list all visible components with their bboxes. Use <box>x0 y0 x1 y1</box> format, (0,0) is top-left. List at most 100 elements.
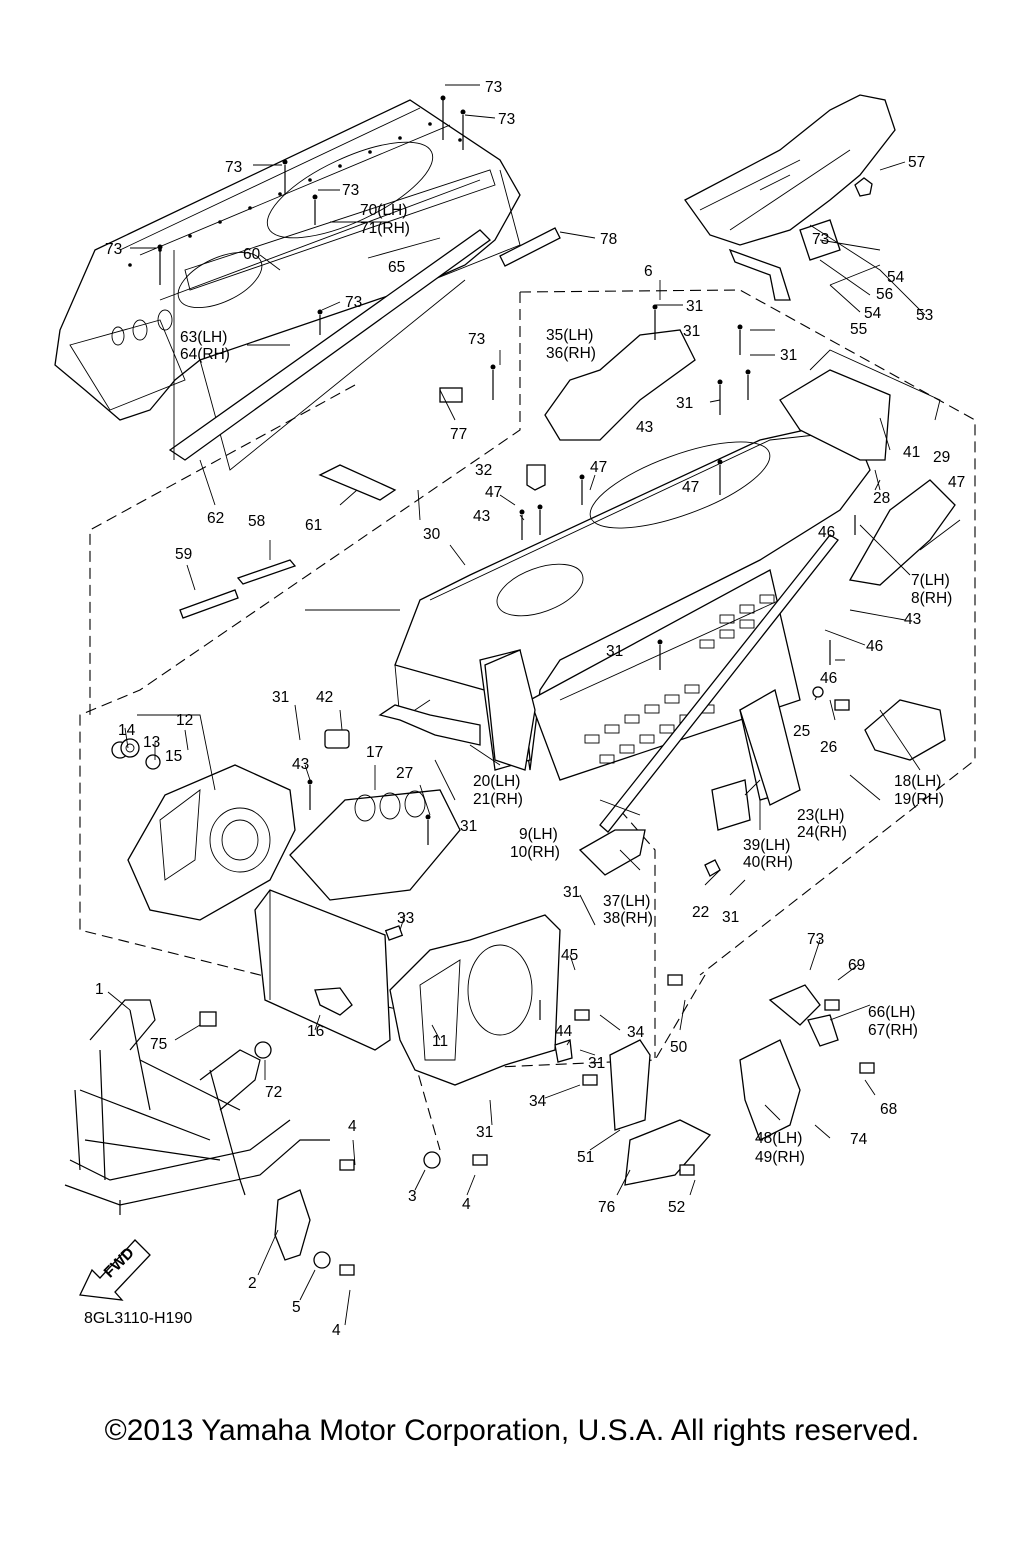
bolts <box>339 686 875 1276</box>
bracket-61 <box>318 464 397 501</box>
panel-35-36 <box>544 329 696 441</box>
callout: 77 <box>450 426 467 443</box>
callout: 53 <box>916 307 933 324</box>
callout: 31 <box>606 643 623 660</box>
pad-75 <box>199 1011 217 1027</box>
callout: 73 <box>345 294 362 311</box>
bracket-29 <box>809 349 941 421</box>
callout: 75 <box>150 1036 167 1053</box>
callout: 31 <box>563 884 580 901</box>
callout: 31 <box>272 689 289 706</box>
callout: 38(RH) <box>603 910 653 927</box>
callout: 52 <box>668 1199 685 1216</box>
callout: 12 <box>176 712 193 729</box>
diagram-code: 8GL3110-H190 <box>84 1310 193 1327</box>
callout: 71(RH) <box>360 220 410 237</box>
callout: 60 <box>243 246 261 263</box>
callout: 14 <box>118 722 136 739</box>
callout: 78 <box>600 231 617 248</box>
front-bulkhead-11 <box>389 914 561 1086</box>
callout: 73 <box>225 159 242 176</box>
callout: 46 <box>866 638 883 655</box>
callout: 50 <box>670 1039 688 1056</box>
callout: 34 <box>627 1024 645 1041</box>
callout: 67(RH) <box>868 1022 918 1039</box>
callout: 21(RH) <box>473 791 523 808</box>
callout: 33 <box>397 910 414 927</box>
callout: 27 <box>396 765 413 782</box>
plate-18-19 <box>864 699 946 761</box>
callout: 49(RH) <box>755 1149 805 1166</box>
callout: 73 <box>468 331 485 348</box>
callout: 39(LH) <box>743 837 790 854</box>
cap-42 <box>324 729 350 749</box>
callout: 66(LH) <box>868 1004 915 1021</box>
callout: 36(RH) <box>546 345 596 362</box>
callout: 40(RH) <box>743 854 793 871</box>
bracket-44 <box>554 1039 573 1063</box>
bulkhead-12 <box>111 738 296 921</box>
plate-37-38 <box>578 829 646 876</box>
plate-76 <box>624 1119 712 1186</box>
callout: 18(LH) <box>894 773 941 790</box>
callout: 70(LH) <box>360 202 407 219</box>
callout: 7(LH) <box>911 572 950 589</box>
callout: 31 <box>588 1055 605 1072</box>
callout: 46 <box>818 524 835 541</box>
callout: 76 <box>598 1199 615 1216</box>
bracket-41 <box>779 369 891 461</box>
callout: 31 <box>780 347 797 364</box>
side-rail-9-10 <box>599 534 839 833</box>
callout: 65 <box>388 259 405 276</box>
strap-78 <box>499 227 561 267</box>
callout: 46 <box>820 670 837 687</box>
bracket-66-67 <box>768 984 821 1026</box>
callout: 47 <box>948 474 965 491</box>
callout: 31 <box>460 818 477 835</box>
callout: 8(RH) <box>911 590 952 607</box>
callout: 1 <box>95 981 104 998</box>
rear-tunnel-part <box>54 99 521 471</box>
plate-39-40 <box>711 779 751 831</box>
callout: 73 <box>812 231 829 248</box>
callout: 31 <box>686 298 703 315</box>
callout: 54 <box>887 269 905 286</box>
callout: 31 <box>683 323 700 340</box>
callout: 24(RH) <box>797 824 847 841</box>
callout: 73 <box>342 182 359 199</box>
front-frame-1 <box>64 999 330 1215</box>
callout: 43 <box>292 756 309 773</box>
callout: 43 <box>636 419 653 436</box>
callout: 47 <box>682 479 699 496</box>
callout: 32 <box>475 462 492 479</box>
callout: 47 <box>485 484 502 501</box>
callout: 23(LH) <box>797 807 844 824</box>
callout: 63(LH) <box>180 329 227 346</box>
callout: 2 <box>248 1275 257 1292</box>
callout: 42 <box>316 689 333 706</box>
strip-59 <box>179 589 239 619</box>
callout: 6 <box>644 263 653 280</box>
rear-flap-part <box>684 94 896 301</box>
bracket-27 <box>378 704 481 746</box>
callout: 73 <box>807 931 824 948</box>
bracket-7-8 <box>848 479 956 586</box>
callout: 73 <box>485 79 502 96</box>
callout: 62 <box>207 510 224 527</box>
bolt-32 <box>526 464 546 491</box>
callout: 57 <box>908 154 925 171</box>
callout: 44 <box>555 1023 573 1040</box>
callout: 74 <box>850 1131 868 1148</box>
callout: 13 <box>143 734 160 751</box>
callout: 17 <box>366 744 383 761</box>
fwd-arrow-icon: FWD <box>79 1239 151 1301</box>
callout: 56 <box>876 286 893 303</box>
callout: 43 <box>473 508 490 525</box>
callout: 64(RH) <box>180 346 230 363</box>
footrest-grid <box>584 594 775 764</box>
hose-16 <box>314 987 353 1016</box>
callout: 11 <box>432 1033 448 1050</box>
callout: 30 <box>423 526 441 543</box>
callout: 10(RH) <box>510 844 560 861</box>
